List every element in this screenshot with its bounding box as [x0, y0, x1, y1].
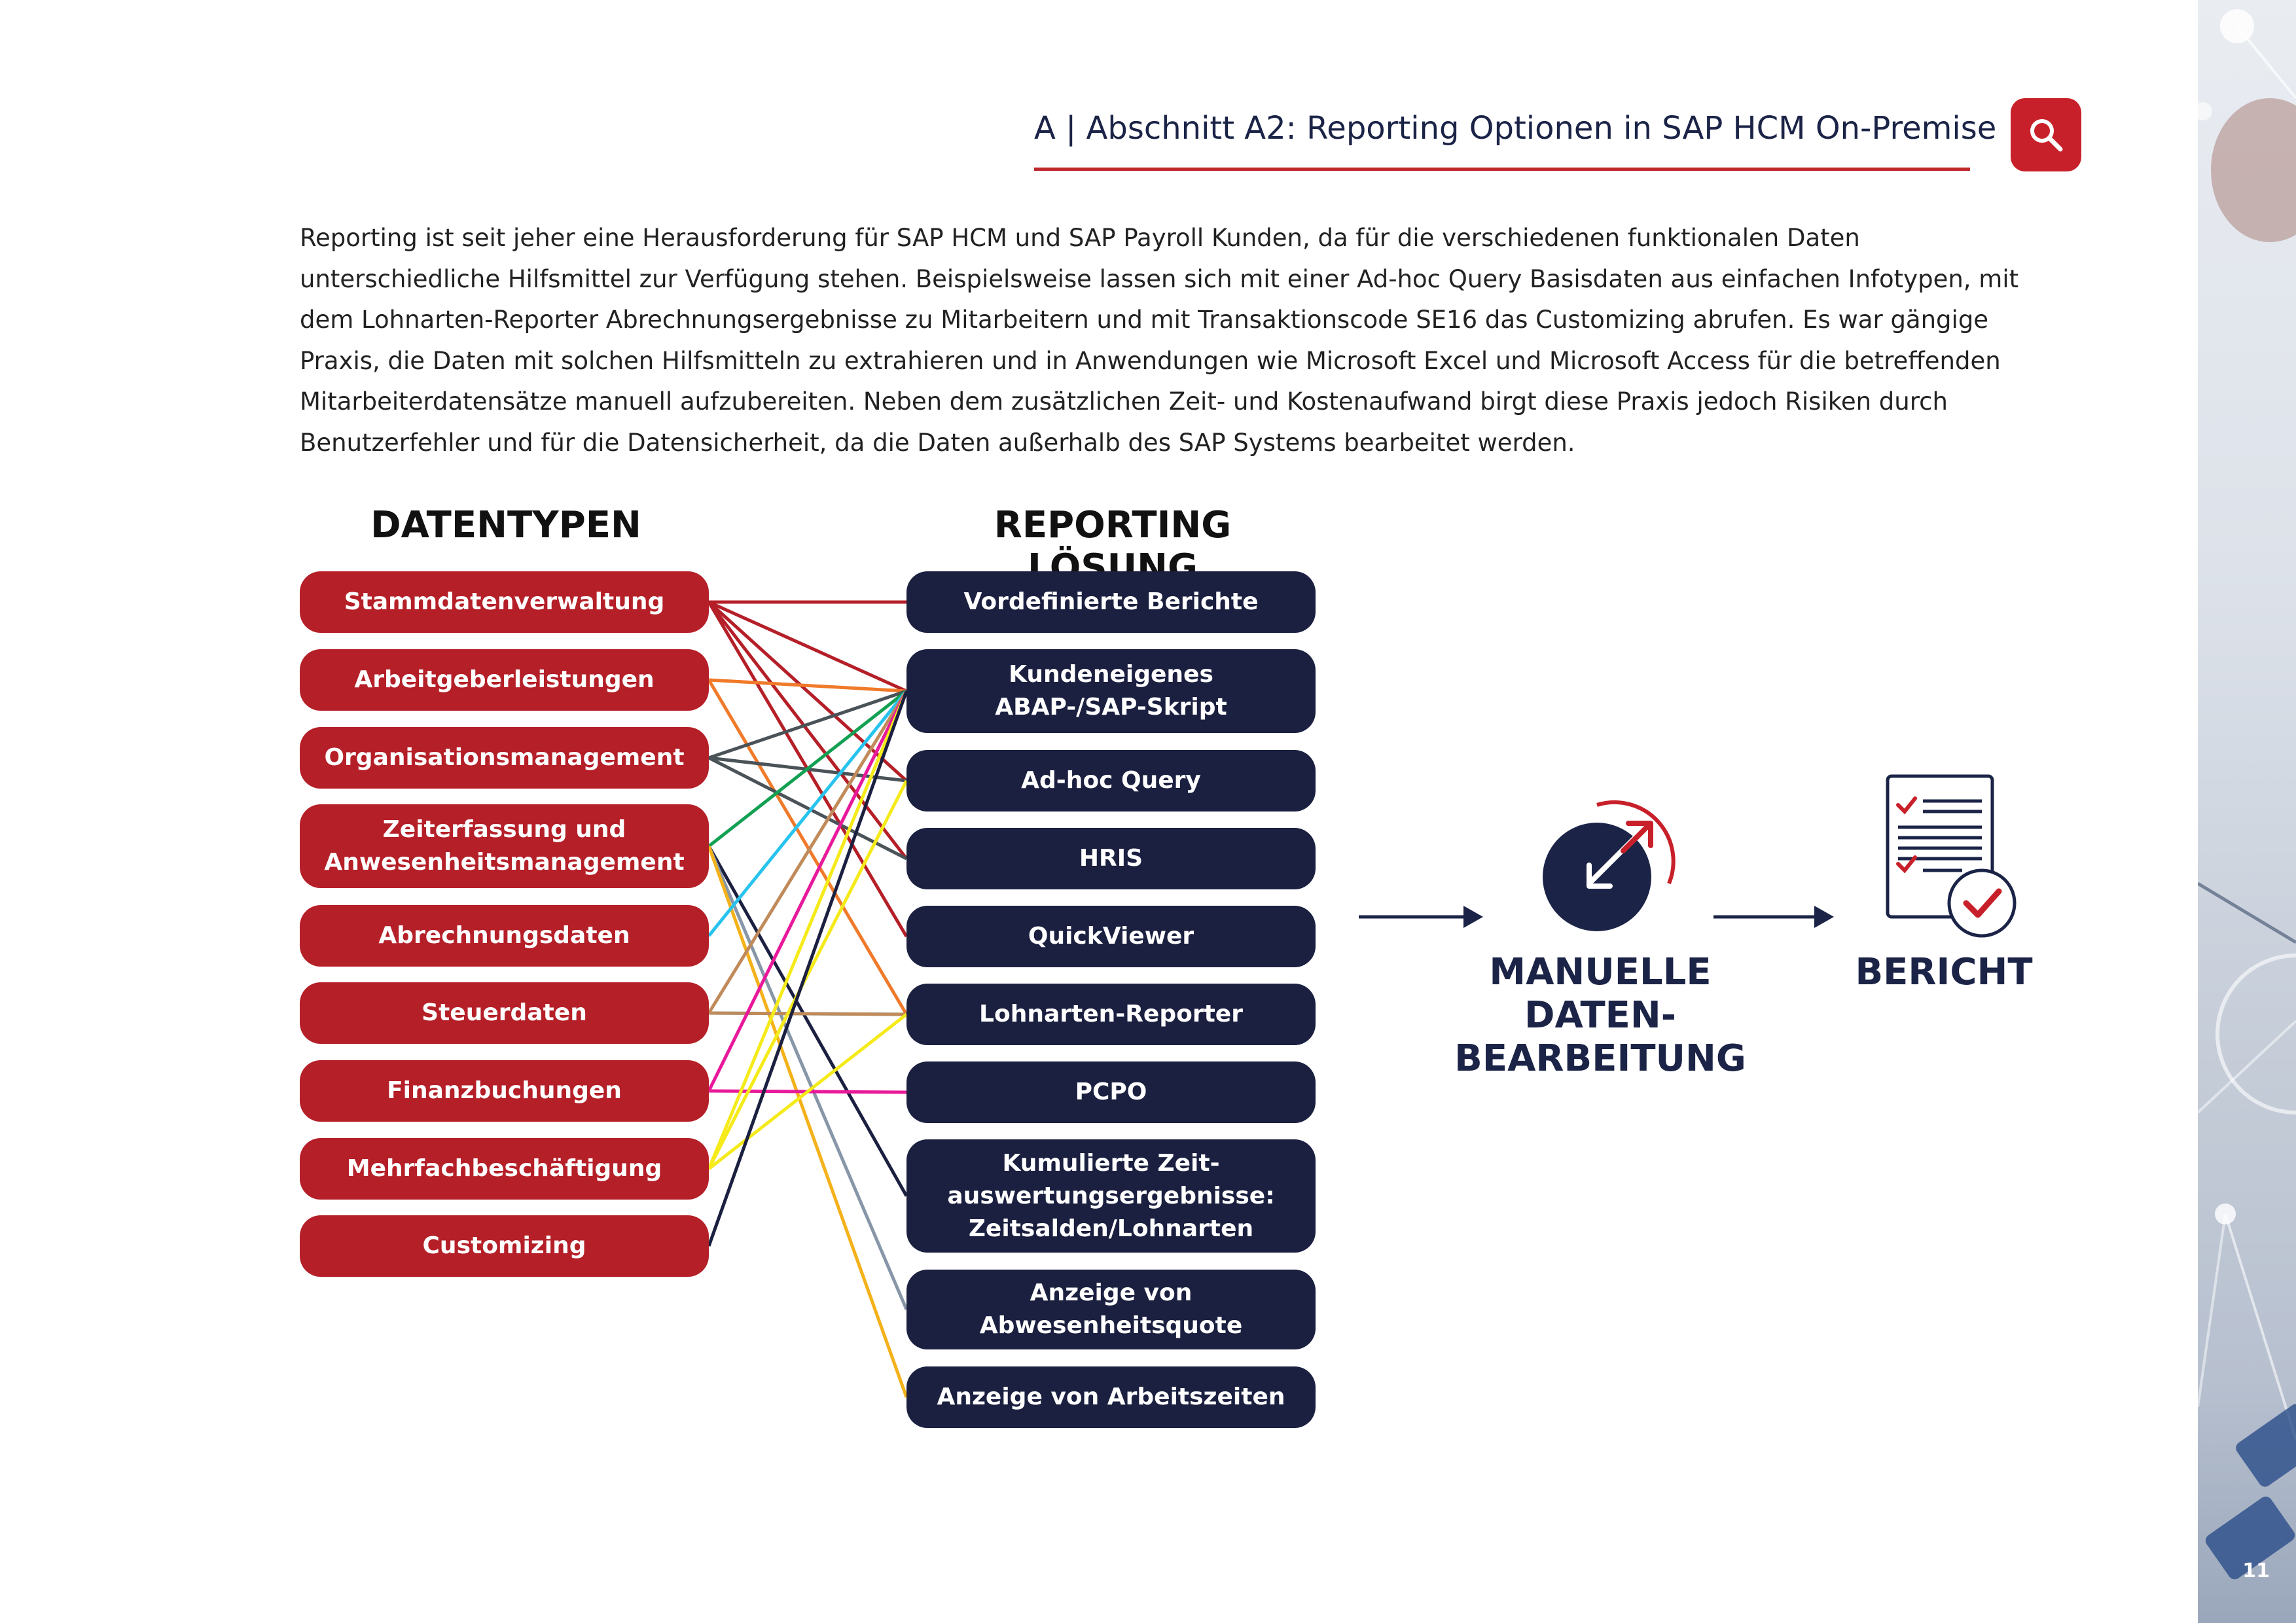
resize-clock-icon — [1543, 800, 1676, 931]
intro-paragraph: Reporting ist seit jeher eine Herausford… — [300, 224, 2019, 457]
connection-line — [708, 690, 908, 847]
connection-lines — [707, 600, 908, 1398]
datatype-zeiterfassung: Zeiterfassung und Anwesenheitsmanagement — [300, 804, 709, 888]
connection-line — [707, 690, 908, 1169]
connection-line — [708, 601, 908, 860]
solution-lohnarten-reporter: Lohnarten-Reporter — [906, 984, 1316, 1045]
datatype-mehrfachbeschaeftigung: Mehrfachbeschäftigung — [300, 1138, 709, 1200]
connection-line — [707, 690, 908, 1014]
datatype-stammdatenverwaltung: Stammdatenverwaltung — [300, 571, 709, 633]
connection-line — [707, 690, 908, 1247]
connection-line — [707, 846, 908, 1398]
solution-abwesenheitsquote: Anzeige von Abwesenheitsquote — [906, 1270, 1316, 1349]
connection-line — [707, 846, 908, 1310]
report-checklist-icon — [1886, 774, 2017, 938]
datatype-abrechnungsdaten: Abrechnungsdaten — [300, 905, 709, 967]
solution-hris: HRIS — [906, 828, 1316, 889]
title-underline — [1034, 168, 1970, 171]
datatype-arbeitgeberleistungen: Arbeitgeberleistungen — [300, 649, 709, 711]
connection-line — [707, 779, 908, 1170]
arrow-to-processing — [1359, 906, 1483, 928]
datatype-finanzbuchungen: Finanzbuchungen — [300, 1060, 709, 1122]
connection-line — [707, 679, 908, 1016]
search-button[interactable] — [2011, 98, 2081, 171]
page-title: A | Abschnitt A2: Reporting Optionen in … — [1034, 110, 1997, 147]
connection-line — [708, 600, 908, 693]
decorative-side-image: 11 — [2198, 0, 2296, 1623]
page-number: 11 — [2242, 1560, 2270, 1582]
manuelle-datenbearbeitung-label: MANUELLE DATEN- BEARBEITUNG — [1454, 951, 1746, 1080]
network-graphic — [2198, 9, 2296, 1580]
connection-line — [708, 678, 907, 693]
connection-line — [707, 845, 908, 1197]
solution-kundeneigenes-abap: Kundeneigenes ABAP-/SAP-Skript — [906, 649, 1316, 733]
search-icon — [2030, 119, 2063, 152]
datatype-organisationsmanagement: Organisationsmanagement — [300, 727, 709, 789]
connection-line — [708, 690, 908, 937]
connection-line — [708, 1011, 907, 1016]
solution-arbeitszeiten: Anzeige von Arbeitszeiten — [906, 1366, 1316, 1428]
solution-vordefinierte-berichte: Vordefinierte Berichte — [906, 571, 1316, 633]
connection-line — [708, 1013, 908, 1170]
arrow-to-report — [1713, 906, 1834, 928]
datatype-customizing: Customizing — [300, 1215, 709, 1277]
bericht-label: BERICHT — [1855, 951, 2033, 993]
solution-pcpo: PCPO — [906, 1061, 1316, 1123]
datatype-steuerdaten: Steuerdaten — [300, 982, 709, 1044]
connection-line — [708, 601, 908, 782]
solution-quickviewer: QuickViewer — [906, 906, 1316, 967]
connection-line — [707, 690, 908, 1092]
connection-line — [708, 689, 907, 760]
solution-ad-hoc-query: Ad-hoc Query — [906, 750, 1316, 812]
solution-kumulierte-zeitauswertung: Kumulierte Zeit- auswertungsergebnisse: … — [906, 1139, 1316, 1253]
datentypen-heading: DATENTYPEN — [370, 504, 641, 546]
